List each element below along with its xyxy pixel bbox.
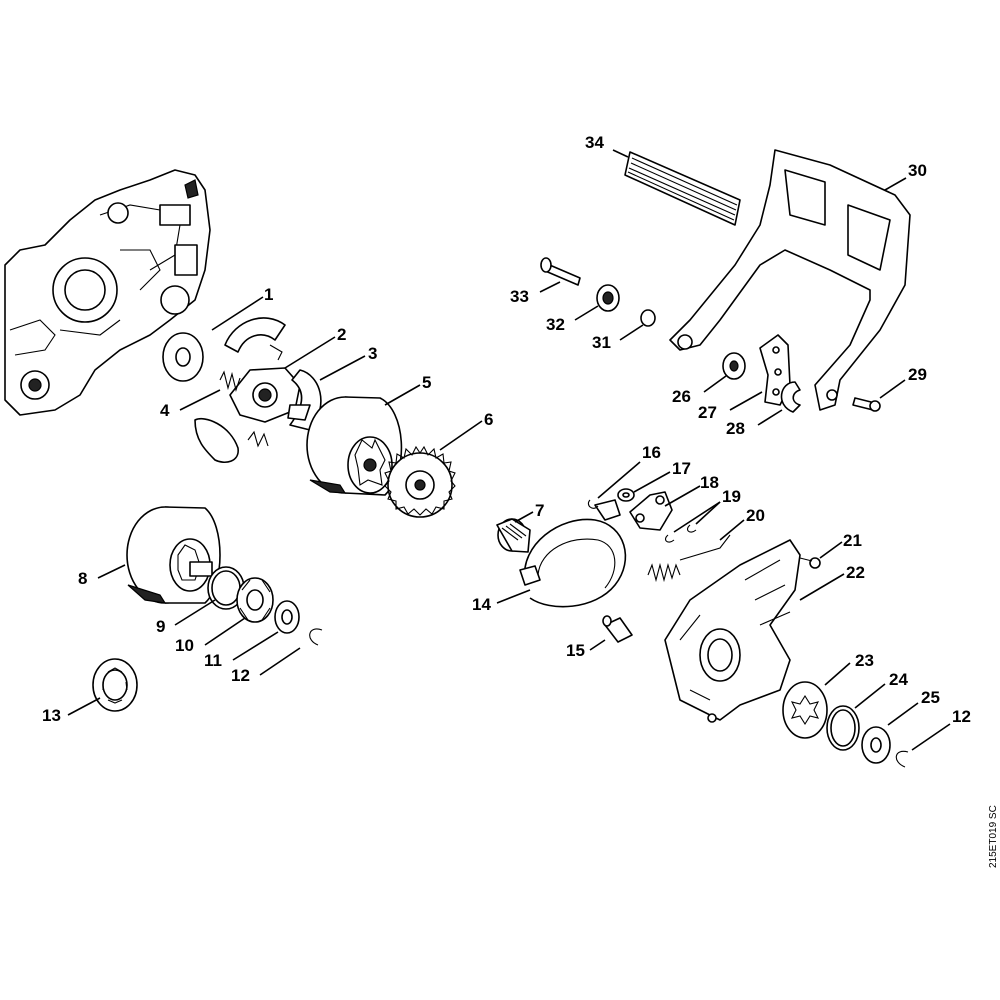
e-clip-12b	[895, 750, 909, 768]
callout-17: 17	[672, 459, 691, 478]
callout-21: 21	[843, 531, 862, 550]
callout-5: 5	[422, 373, 431, 392]
screw-29	[852, 397, 881, 412]
spring-20	[647, 534, 731, 583]
rim-sprocket-10	[236, 577, 274, 623]
callout-12a: 12	[231, 666, 250, 685]
threaded-sleeve-32	[596, 284, 620, 312]
callout-14: 14	[472, 595, 491, 614]
hand-guard-30	[669, 149, 911, 411]
screw-21	[799, 557, 821, 569]
ring-24	[826, 705, 860, 751]
clip-28	[780, 381, 801, 413]
clutch-hub	[229, 367, 301, 423]
callout-15: 15	[566, 641, 585, 660]
callout-16: 16	[642, 443, 661, 462]
callout-18: 18	[700, 473, 719, 492]
e-clip-16	[587, 499, 599, 509]
needle-cage-7	[496, 518, 531, 553]
callout-6: 6	[484, 410, 493, 429]
small-spring	[247, 430, 269, 448]
brake-band-14	[519, 499, 627, 608]
callout-32: 32	[546, 315, 565, 334]
clutch-drum-5	[306, 396, 403, 496]
callout-26: 26	[672, 387, 691, 406]
callout-8: 8	[78, 569, 87, 588]
brake-lever-18	[629, 491, 673, 531]
rim-13	[92, 658, 138, 712]
callout-7: 7	[535, 501, 544, 520]
callout-11: 11	[204, 651, 222, 670]
callout-1: 1	[264, 285, 273, 304]
callout-19: 19	[722, 487, 741, 506]
crankcase-housing	[4, 169, 211, 416]
reference-code: 215ET019 SC	[988, 805, 999, 868]
callout-22: 22	[846, 563, 865, 582]
washer-25	[861, 726, 891, 764]
clutch-shoe-right	[287, 369, 322, 431]
e-clips-19	[665, 524, 697, 543]
callout-31: 31	[592, 333, 611, 352]
pad-34	[624, 151, 741, 226]
callout-2: 2	[337, 325, 346, 344]
e-clip-12a	[309, 628, 323, 646]
sprocket-cover-22	[664, 539, 801, 723]
callout-13: 13	[42, 706, 61, 725]
callout-33: 33	[510, 287, 529, 306]
callout-10: 10	[175, 636, 194, 655]
clutch-shoe-upper	[224, 317, 286, 361]
bolt-33	[540, 257, 581, 286]
leader-lines	[67, 149, 951, 751]
callout-9: 9	[156, 617, 165, 636]
pin-15	[602, 615, 633, 643]
washer-17	[617, 488, 635, 502]
sprocket-6	[384, 445, 456, 518]
callout-23: 23	[855, 651, 874, 670]
callout-12b: 12	[952, 707, 971, 726]
callout-labels: 1 2 3 4 5 6 7 8 9 10 11 12 13 14 15 16 1…	[42, 133, 971, 726]
callout-3: 3	[368, 344, 377, 363]
washer-1	[162, 332, 204, 382]
clutch-shoe-lower	[194, 418, 239, 464]
callout-28: 28	[726, 419, 745, 438]
callout-20: 20	[746, 506, 765, 525]
clutch-spring-4	[219, 370, 241, 392]
washer-11	[274, 600, 300, 634]
plate-27	[759, 334, 791, 406]
callout-27: 27	[698, 403, 717, 422]
callout-30: 30	[908, 161, 927, 180]
callout-4: 4	[160, 401, 170, 420]
callout-25: 25	[921, 688, 940, 707]
callout-24: 24	[889, 670, 908, 689]
callout-29: 29	[908, 365, 927, 384]
bushing-26	[722, 352, 746, 380]
clutch-drum-8	[126, 506, 221, 604]
star-washer-23	[782, 681, 828, 739]
callout-34: 34	[585, 133, 604, 152]
sleeve-31	[640, 309, 656, 327]
